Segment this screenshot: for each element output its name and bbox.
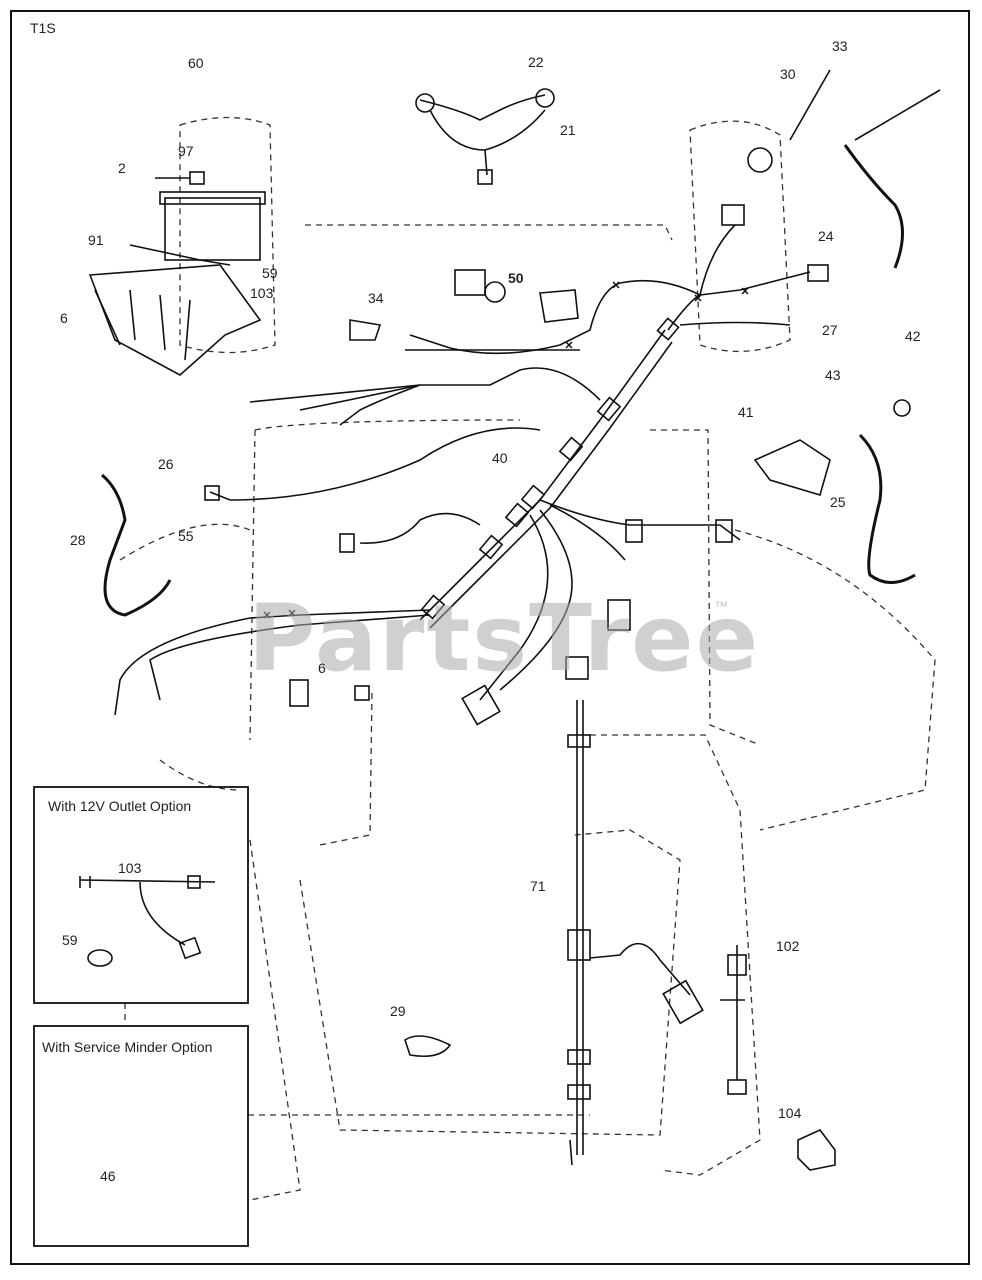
left-dash-arc bbox=[119, 523, 251, 791]
main-harness bbox=[419, 329, 666, 621]
battery-tray bbox=[88, 264, 262, 376]
callout-29: 29 bbox=[390, 1003, 406, 1019]
callout-71: 71 bbox=[530, 878, 546, 894]
callout-26: 26 bbox=[158, 456, 174, 472]
callout-25: 25 bbox=[830, 494, 846, 510]
main-harness-2 bbox=[429, 341, 673, 629]
battery bbox=[164, 197, 261, 261]
callout-103: 103 bbox=[250, 285, 274, 301]
seat-outline bbox=[299, 689, 681, 1136]
callout-42: 42 bbox=[905, 328, 921, 344]
callout-6: 6 bbox=[60, 310, 68, 326]
option-callout-103: 103 bbox=[118, 860, 142, 876]
callout-40: 40 bbox=[492, 450, 508, 466]
option-callout-46: 46 bbox=[100, 1168, 116, 1184]
callout-41: 41 bbox=[738, 404, 754, 420]
callout-6-switch: 6 bbox=[318, 660, 326, 676]
callout-60: 60 bbox=[188, 55, 204, 71]
callout-91: 91 bbox=[88, 232, 104, 248]
rear-right-outline bbox=[734, 529, 936, 831]
watermark-tm: ™ bbox=[714, 598, 728, 614]
option-title-service-minder: With Service Minder Option bbox=[42, 1039, 213, 1055]
right-fender-outline bbox=[689, 120, 791, 353]
callout-59: 59 bbox=[262, 265, 278, 281]
callout-24: 24 bbox=[818, 228, 834, 244]
rear-deck-outline bbox=[590, 734, 761, 1176]
callout-2: 2 bbox=[118, 160, 126, 176]
callout-50: 50 bbox=[508, 270, 524, 286]
callout-43: 43 bbox=[825, 367, 841, 383]
callout-34: 34 bbox=[368, 290, 384, 306]
callout-30: 30 bbox=[780, 66, 796, 82]
callout-33: 33 bbox=[832, 38, 848, 54]
callout-55: 55 bbox=[178, 528, 194, 544]
diagram-id: T1S bbox=[30, 20, 56, 36]
option-title-12v: With 12V Outlet Option bbox=[48, 798, 192, 814]
callout-28: 28 bbox=[70, 532, 86, 548]
frame-outline bbox=[249, 419, 761, 746]
diagram-frame bbox=[10, 10, 970, 1265]
callout-97: 97 bbox=[178, 143, 194, 159]
option-box-service-minder bbox=[33, 1025, 249, 1247]
callout-102: 102 bbox=[776, 938, 800, 954]
callout-22: 22 bbox=[528, 54, 544, 70]
callout-21: 21 bbox=[560, 122, 576, 138]
rear-left-outline bbox=[249, 839, 301, 1201]
ground-wire-28 bbox=[101, 473, 172, 617]
option-box-12v bbox=[33, 786, 249, 1004]
option-callout-59: 59 bbox=[62, 932, 78, 948]
callout-27: 27 bbox=[822, 322, 838, 338]
battery-area-outline bbox=[179, 116, 276, 354]
callout-104: 104 bbox=[778, 1105, 802, 1121]
watermark: PartsTree bbox=[248, 585, 760, 692]
front-hood-outline bbox=[305, 224, 673, 241]
